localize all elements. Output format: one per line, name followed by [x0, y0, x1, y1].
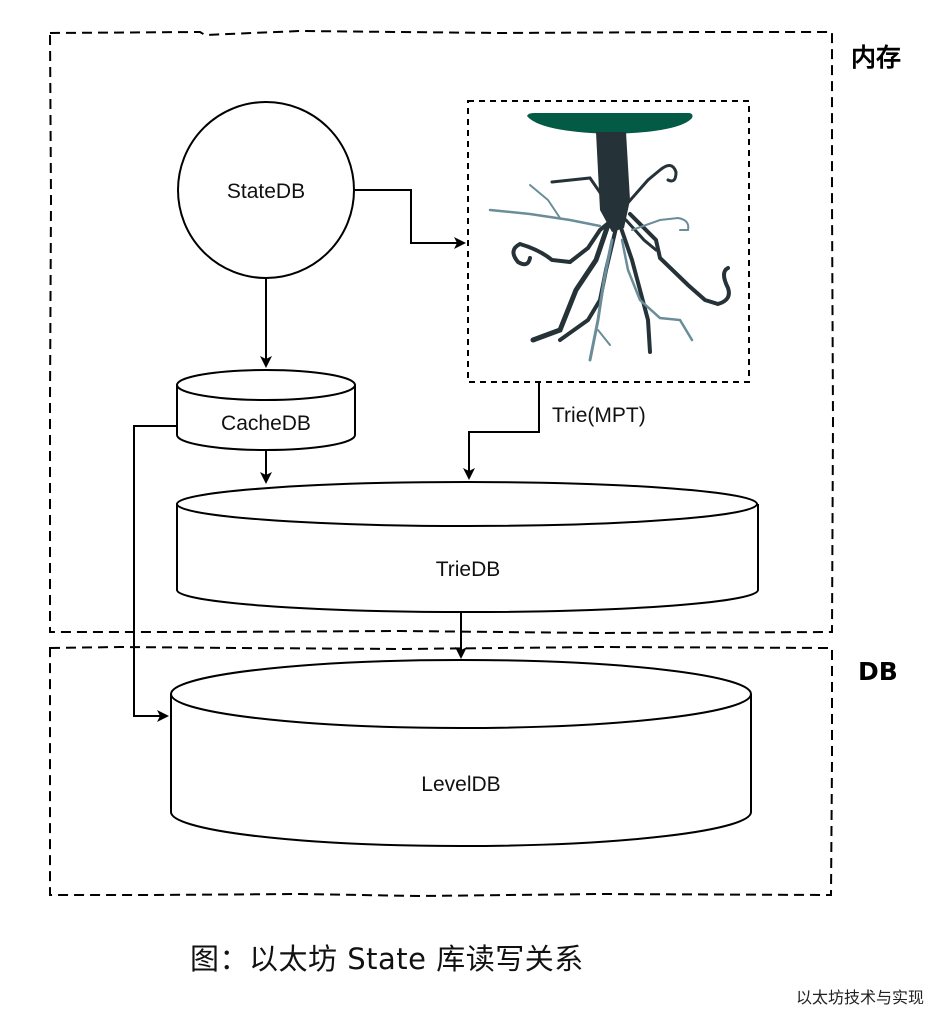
triedb-label: TrieDB — [436, 558, 501, 581]
trie-image-node[interactable] — [467, 100, 750, 383]
edge-statedb-to-trie — [355, 189, 466, 249]
leveldb-node[interactable]: LevelDB — [170, 659, 752, 847]
memory-zone: 内存 — [48, 29, 901, 635]
cachedb-node[interactable]: CacheDB — [176, 369, 356, 451]
tree-roots-icon — [488, 113, 731, 362]
db-zone-border — [49, 645, 833, 898]
figure-caption: 图：以太坊 State 库读写关系 — [190, 942, 584, 976]
leveldb-label: LevelDB — [421, 773, 500, 796]
edge-label-trie-mpt: Trie(MPT) — [552, 404, 646, 427]
edges: Trie(MPT) — [133, 189, 646, 722]
memory-zone-border — [48, 29, 835, 635]
cachedb-label: CacheDB — [221, 412, 311, 435]
triedb-node[interactable]: TrieDB — [176, 481, 759, 614]
edge-trie-to-triedb — [463, 382, 540, 480]
statedb-label: StateDB — [227, 180, 305, 203]
db-zone: DB — [49, 645, 898, 898]
edge-cachedb-to-leveldb — [133, 425, 177, 722]
statedb-node[interactable]: StateDB — [177, 101, 355, 279]
db-zone-label: DB — [858, 657, 898, 686]
watermark: 以太坊技术与实现 — [795, 988, 924, 1007]
memory-zone-label: 内存 — [851, 43, 901, 72]
